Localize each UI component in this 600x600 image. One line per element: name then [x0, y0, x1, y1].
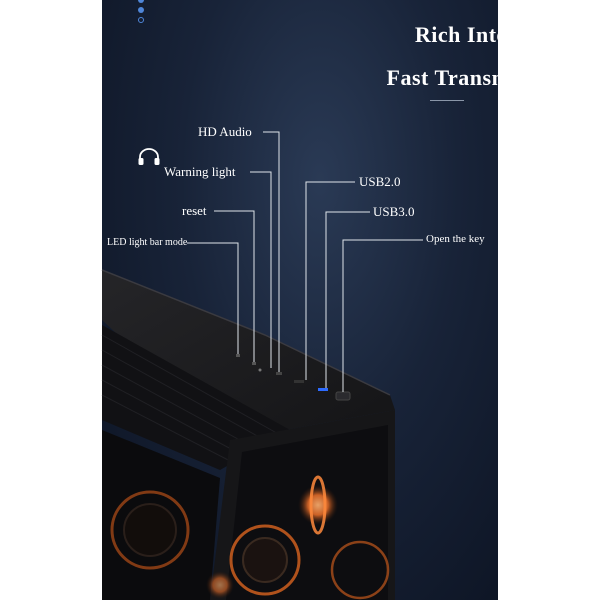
headphone-icon — [137, 148, 161, 166]
headline-divider — [430, 100, 464, 101]
label-led-mode: LED light bar mode — [107, 237, 188, 248]
rgb-fan-glow — [110, 475, 390, 600]
indicator-dot — [138, 7, 144, 13]
page-indicator-dots — [138, 0, 146, 26]
usb3-port — [318, 388, 328, 391]
headline-rich-interfaces: Rich Interfaces — [414, 22, 566, 47]
label-warning-light: Warning light — [164, 164, 236, 179]
indicator-dot — [138, 17, 144, 23]
label-power-key: Open the key — [426, 233, 485, 245]
led-mode-button — [236, 354, 240, 357]
power-key-button — [335, 391, 351, 401]
label-reset: reset — [182, 203, 207, 218]
label-hd-audio: HD Audio — [198, 124, 252, 139]
label-usb2: USB2.0 — [359, 174, 401, 189]
label-usb3: USB3.0 — [373, 204, 415, 219]
reset-button — [252, 362, 256, 365]
indicator-dot — [138, 0, 144, 3]
warning-light — [258, 368, 262, 372]
hd-audio-jack — [276, 372, 282, 375]
headline-fast-transmission: Fast Transmission — [386, 65, 566, 90]
usb2-port — [294, 380, 304, 383]
